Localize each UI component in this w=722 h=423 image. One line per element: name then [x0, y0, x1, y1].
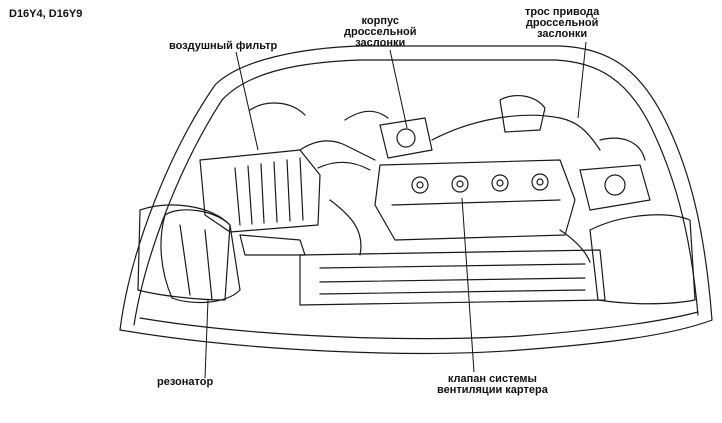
label-throttle-body: корпус дроссельной заслонки — [344, 16, 417, 49]
label-throttle-cable: трос привода дроссельной заслонки — [525, 7, 599, 40]
label-pcv-valve: клапан системы вентиляции картера — [437, 374, 548, 396]
model-code: D16Y4, D16Y9 — [9, 8, 83, 20]
label-pcv-valve-line1: клапан системы — [447, 373, 537, 385]
leader-throttle-cable — [577, 41, 587, 119]
leader-resonator — [204, 299, 209, 379]
label-throttle-body-line3: заслонки — [355, 37, 406, 49]
leader-air-filter — [235, 51, 259, 151]
throttle-cable-line — [431, 114, 601, 151]
front-bumper — [119, 319, 713, 354]
resonator-shape — [160, 209, 241, 304]
right-headlight — [589, 214, 696, 305]
label-throttle-cable-line2: дроссельной — [525, 17, 599, 29]
label-throttle-cable-line1: трос привода — [525, 6, 600, 18]
left-headlight — [137, 204, 231, 301]
label-pcv-valve-line2: вентиляции картера — [437, 384, 548, 396]
leader-throttle-body — [389, 49, 408, 129]
label-air-filter: воздушный фильтр — [169, 40, 278, 52]
label-throttle-body-line1: корпус — [361, 15, 399, 27]
valve-cover — [374, 159, 576, 241]
label-throttle-cable-line3: заслонки — [537, 28, 588, 40]
throttle-body-shape — [379, 117, 433, 159]
leader-pcv — [461, 197, 475, 373]
label-resonator: резонатор — [157, 376, 214, 388]
label-throttle-body-line2: дроссельной — [344, 26, 417, 38]
body-outline — [119, 45, 713, 331]
